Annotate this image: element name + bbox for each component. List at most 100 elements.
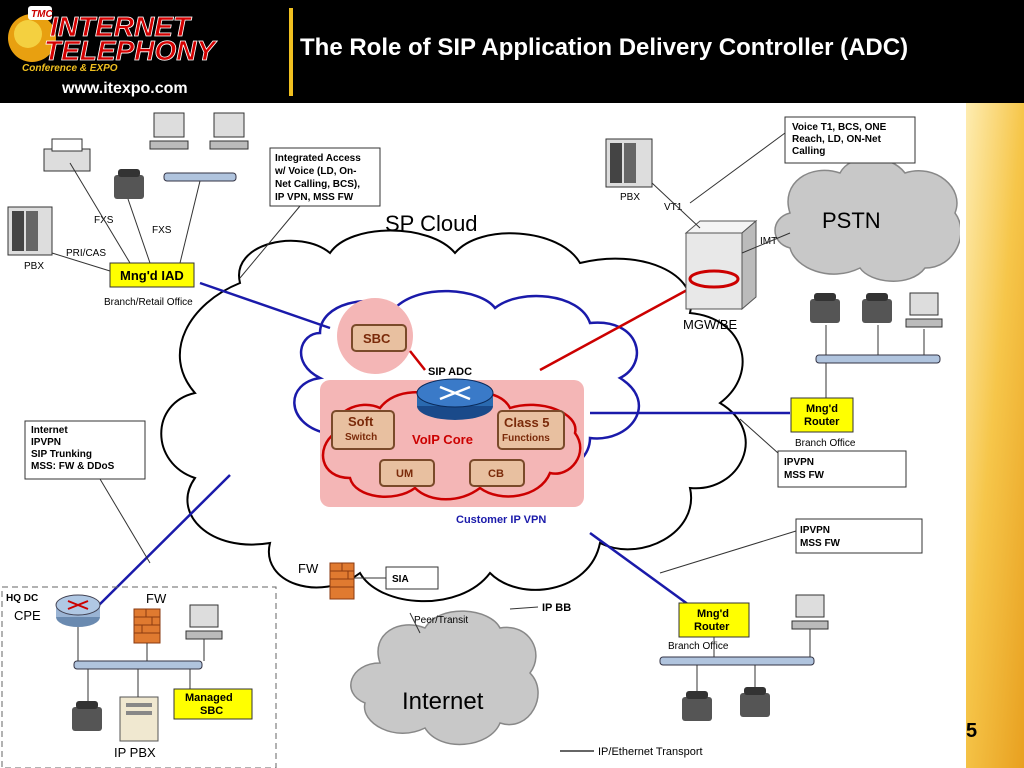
- mgw-be-label: MGW/BE: [683, 317, 737, 332]
- cpe-router-icon[interactable]: [55, 594, 101, 627]
- page-number: 5: [966, 720, 978, 742]
- integrated-access-line-2: w/ Voice (LD, On-: [274, 166, 356, 177]
- integrated-access-box: [269, 147, 381, 207]
- phone-icon[interactable]: [862, 293, 892, 323]
- side-decoration: [958, 103, 1024, 768]
- itexpo-logo: TMC INTERNET TELEPHONY Conference & EXPO: [8, 6, 218, 74]
- hq-dc-region: [1, 586, 277, 768]
- managed-sbc-box[interactable]: [173, 688, 253, 720]
- managed-sbc-label-2: SBC: [200, 705, 223, 717]
- soft-switch-box[interactable]: [331, 410, 395, 450]
- ipvpn-lower-line-1: IPVPN: [800, 525, 830, 536]
- computer-icon[interactable]: [185, 604, 223, 640]
- fax-icon[interactable]: [43, 138, 91, 172]
- customer-vpn-label: Customer IP VPN: [456, 514, 546, 526]
- voice-t1-box: [784, 116, 916, 164]
- um-box[interactable]: [379, 459, 435, 487]
- pbx-icon-left[interactable]: [7, 206, 53, 256]
- internet-services-box: [24, 420, 146, 480]
- mgw-be-server-icon[interactable]: [684, 219, 758, 311]
- integrated-access-line-4: IP VPN, MSS FW: [275, 192, 354, 203]
- phone-icon[interactable]: [72, 701, 102, 731]
- soft-switch-label-2: Switch: [345, 432, 377, 443]
- lan-bar-right: [815, 354, 941, 364]
- internet-services-line-1: Internet: [31, 425, 68, 436]
- lan-bar-hq: [73, 660, 203, 670]
- internet-label: Internet: [402, 688, 484, 715]
- pstn-label: PSTN: [822, 208, 881, 233]
- computer-icon[interactable]: [791, 594, 829, 630]
- cpe-label: CPE: [14, 608, 41, 623]
- mngd-router-lower-label-2: Router: [694, 621, 730, 633]
- integrated-access-line-1: Integrated Access: [275, 153, 361, 164]
- cb-box[interactable]: [469, 459, 525, 487]
- voice-t1-line-3: Calling: [792, 146, 825, 157]
- pbx-left-label: PBX: [24, 261, 44, 272]
- slide-title: The Role of SIP Application Delivery Con…: [300, 34, 909, 61]
- blue-links: [95, 281, 790, 615]
- ipvpn-box-lower: [795, 518, 923, 554]
- red-links: [409, 281, 701, 372]
- lan-bar-lower-right: [659, 656, 815, 666]
- computer-icon[interactable]: [905, 292, 943, 328]
- managed-sbc-label-1: Managed: [185, 692, 233, 704]
- branch-office-right-label: Branch Office: [795, 438, 856, 449]
- phone-icon[interactable]: [810, 293, 840, 323]
- logo-url: www.itexpo.com: [62, 80, 188, 97]
- mngd-iad-label: Mng'd IAD: [120, 268, 184, 283]
- firewall-icon[interactable]: [329, 562, 355, 600]
- logo-tmc: TMC: [31, 9, 53, 20]
- sbc-label: SBC: [363, 331, 391, 346]
- ipvpn-lower-line-2: MSS FW: [800, 538, 841, 549]
- branch-office-lower-label: Branch Office: [668, 641, 729, 652]
- phone-icon[interactable]: [114, 169, 144, 199]
- logo-line2: TELEPHONY: [44, 35, 217, 66]
- mngd-router-lower[interactable]: [678, 602, 750, 638]
- phone-icon[interactable]: [740, 687, 770, 717]
- sia-label: SIA: [392, 574, 409, 585]
- mngd-router-lower-label-1: Mng'd: [697, 608, 729, 620]
- header-divider: [289, 8, 293, 96]
- mngd-iad-box[interactable]: [109, 262, 195, 288]
- class5-label-1: Class 5: [504, 415, 550, 430]
- sbc-box[interactable]: [351, 324, 407, 352]
- header-bar: TMC INTERNET TELEPHONY Conference & EXPO…: [0, 0, 1024, 103]
- logo-line1: INTERNET: [50, 11, 193, 42]
- fw-hq-label: FW: [146, 591, 167, 606]
- fxs-label-2: FXS: [152, 225, 172, 236]
- mngd-router-right-label-1: Mng'd: [806, 403, 838, 415]
- internet-services-line-4: MSS: FW & DDoS: [31, 461, 115, 472]
- computer-icon[interactable]: [149, 112, 189, 150]
- ipvpn-right-line-2: MSS FW: [784, 470, 825, 481]
- peer-transit-label: Peer/Transit: [414, 615, 468, 626]
- sp-cloud-label: SP Cloud: [385, 211, 478, 236]
- fw-cloud-label: FW: [298, 561, 319, 576]
- class5-box[interactable]: [497, 410, 565, 450]
- um-label: UM: [396, 468, 413, 480]
- ipvpn-box-right: [777, 450, 907, 488]
- voip-core-cloud: [321, 391, 582, 501]
- pbx-right-label: PBX: [620, 192, 640, 203]
- sip-adc-label: SIP ADC: [428, 366, 472, 378]
- class5-label-2: Functions: [502, 433, 550, 444]
- soft-switch-label-1: Soft: [348, 414, 374, 429]
- pri-cas-label: PRI/CAS: [66, 248, 106, 259]
- firewall-icon[interactable]: [133, 608, 161, 644]
- internet-services-line-2: IPVPN: [31, 437, 61, 448]
- legend-label: IP/Ethernet Transport: [598, 746, 703, 758]
- ipvpn-right-line-1: IPVPN: [784, 457, 814, 468]
- hq-dc-label: HQ DC: [6, 593, 38, 604]
- ip-pbx-label: IP PBX: [114, 745, 156, 760]
- computer-icon[interactable]: [209, 112, 249, 150]
- vt1-label: VT1: [664, 202, 683, 213]
- ip-pbx-server-icon[interactable]: [119, 696, 159, 742]
- pstn-cloud: [774, 157, 960, 282]
- mngd-router-right-label-2: Router: [804, 416, 840, 428]
- mngd-router-right[interactable]: [790, 397, 854, 433]
- phone-icon[interactable]: [682, 691, 712, 721]
- sip-adc-router-icon[interactable]: [416, 378, 494, 420]
- voice-t1-line-2: Reach, LD, ON-Net: [792, 134, 882, 145]
- internet-services-line-3: SIP Trunking: [31, 449, 92, 460]
- pbx-icon-right[interactable]: [605, 138, 653, 188]
- customer-vpn-cloud: [293, 289, 641, 485]
